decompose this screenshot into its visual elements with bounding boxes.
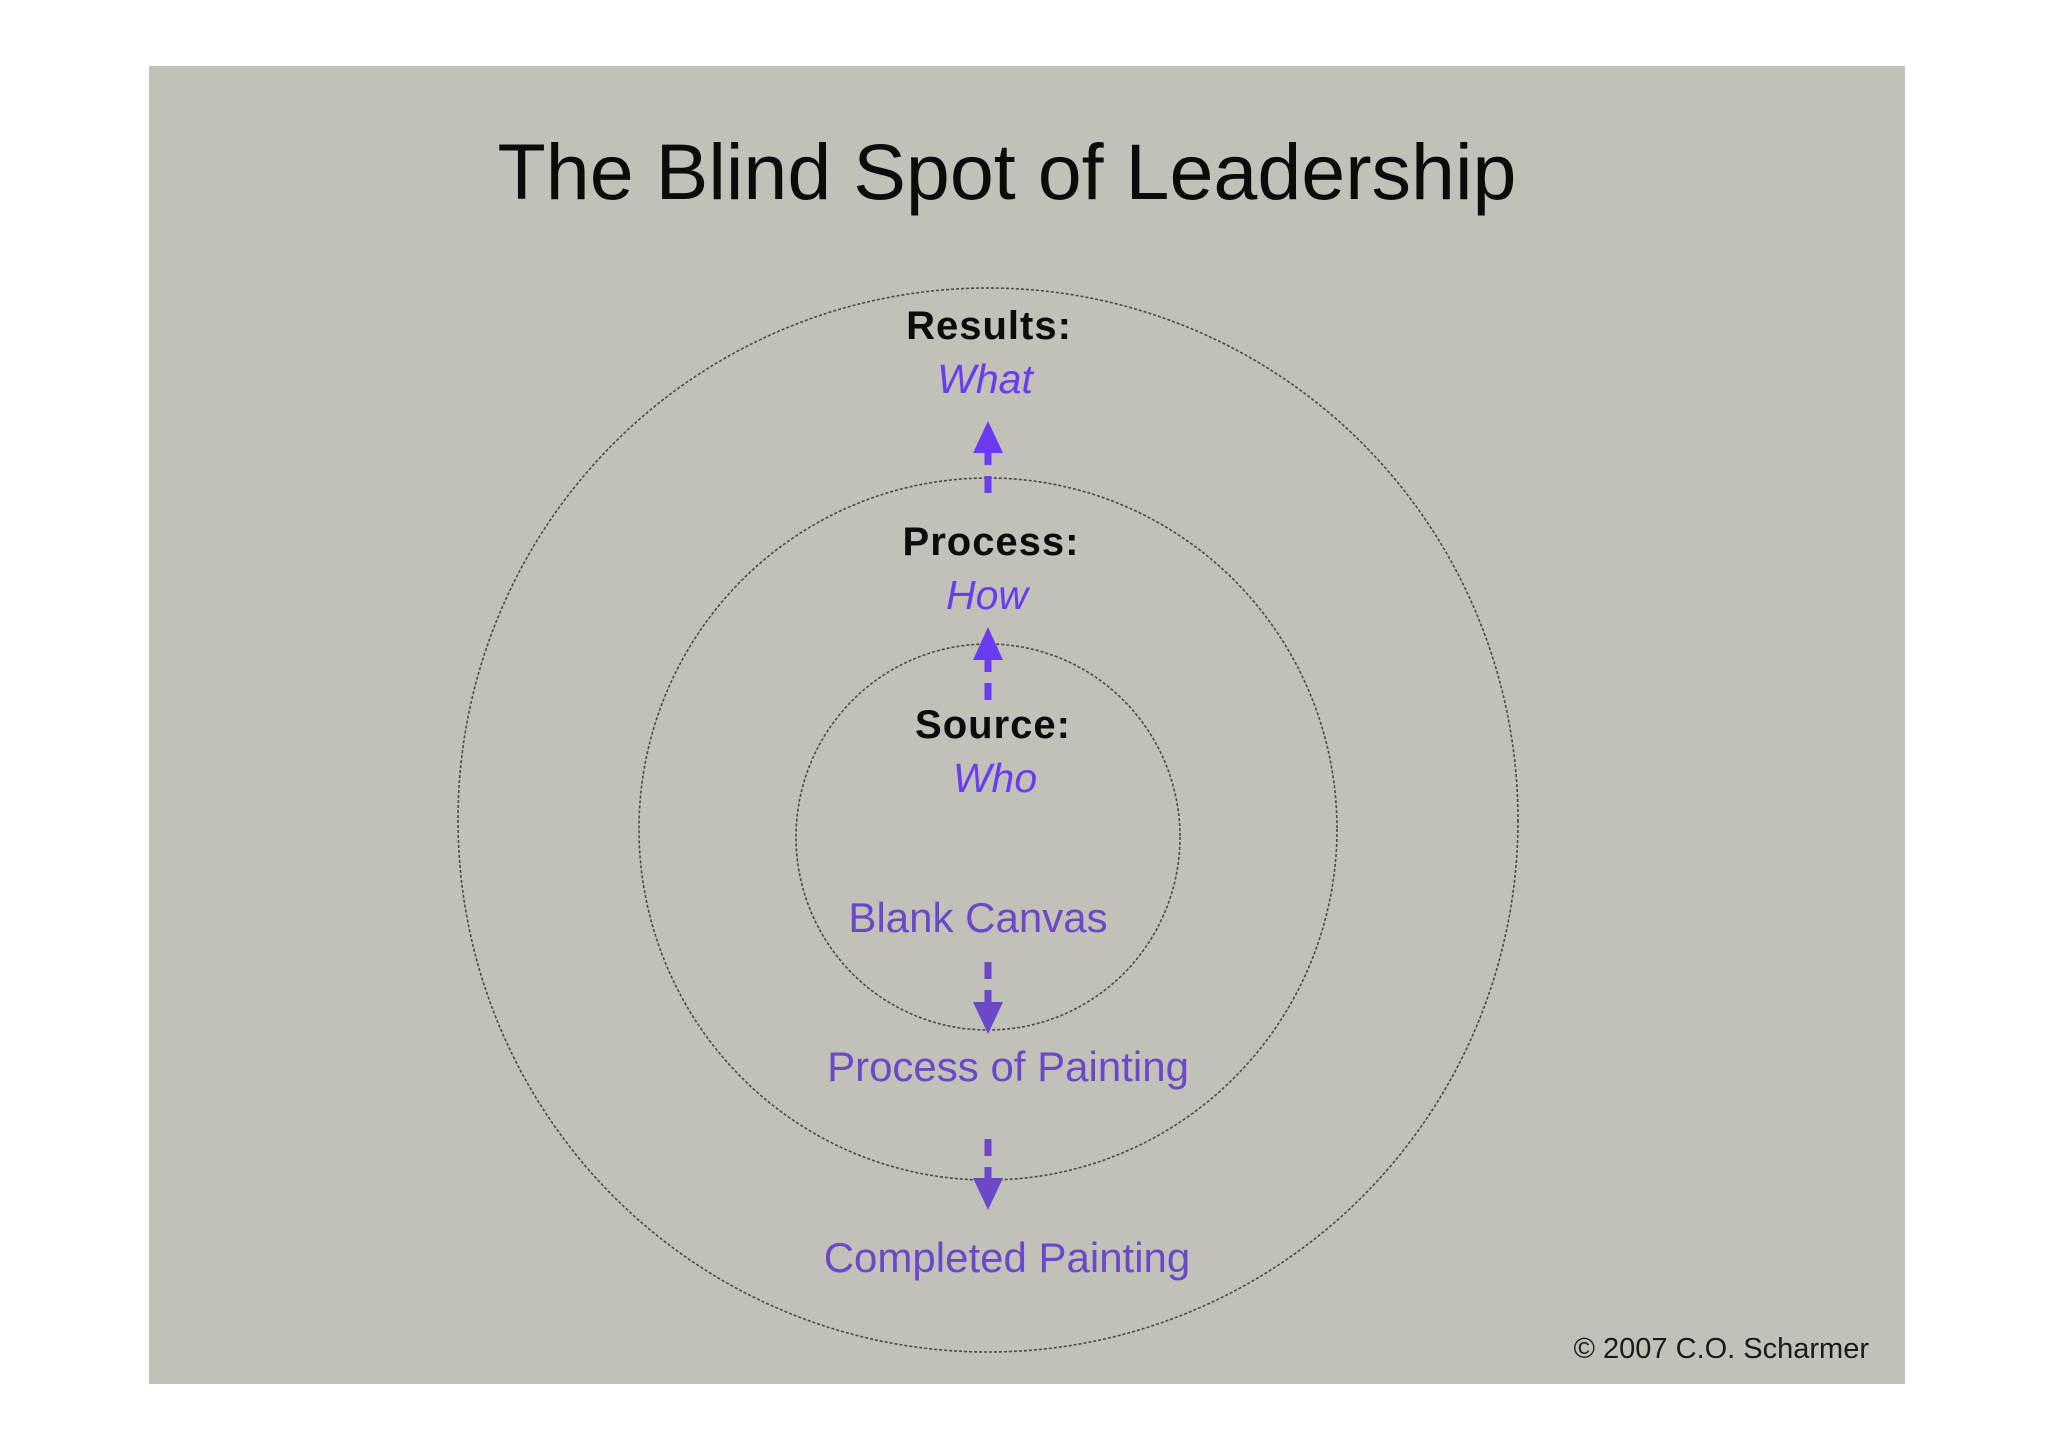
copyright-notice: © 2007 C.O. Scharmer [1573, 1333, 1869, 1365]
middle-ring-process [638, 477, 1338, 1181]
arrow-up-to-process [973, 627, 1003, 700]
concentric-circles-diagram [457, 287, 1519, 1353]
slide: The Blind Spot of Leadership [149, 66, 1905, 1384]
stage-completed-painting: Completed Painting [823, 1234, 1191, 1281]
arrow-down-to-process-of-painting [973, 962, 1003, 1034]
outer-ring-results [457, 287, 1519, 1353]
process-heading: Process: [902, 520, 1080, 564]
process-question: How [945, 572, 1029, 618]
stage-process-of-painting: Process of Painting [827, 1043, 1189, 1090]
arrow-up-to-results [973, 421, 1003, 493]
source-heading: Source: [915, 703, 1071, 747]
results-question: What [937, 356, 1033, 402]
results-heading: Results: [906, 304, 1072, 348]
source-question: Who [952, 755, 1038, 801]
arrow-down-to-completed-painting [973, 1139, 1003, 1210]
slide-title: The Blind Spot of Leadership [497, 127, 1517, 216]
stage-blank-canvas: Blank Canvas [848, 894, 1108, 941]
